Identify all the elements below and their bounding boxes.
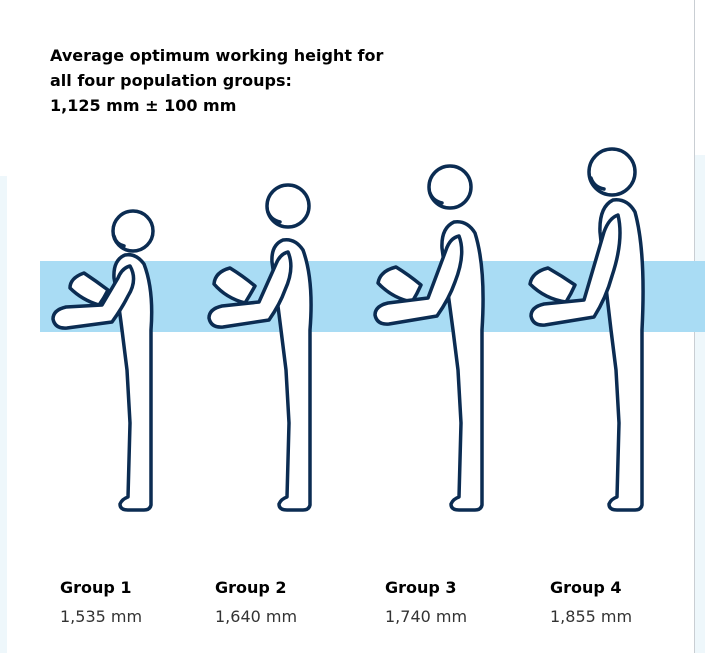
near-arm-icon xyxy=(373,234,464,326)
chin-line-icon xyxy=(589,176,606,191)
group-4-label: Group 4 xyxy=(550,578,622,597)
group-3-height: 1,740 mm xyxy=(385,607,468,626)
head-icon xyxy=(587,147,637,197)
chin-line-icon xyxy=(266,210,282,224)
far-arm-icon xyxy=(68,271,110,307)
near-arm-icon xyxy=(207,250,293,329)
heading-line-2: all four population groups: xyxy=(50,71,292,90)
group-2-height: 1,640 mm xyxy=(215,607,298,626)
heading-line-1: Average optimum working height for xyxy=(50,46,384,65)
head-icon xyxy=(427,164,473,210)
heading-line-3: 1,125 mm ± 100 mm xyxy=(50,96,237,115)
near-arm-icon xyxy=(529,213,622,327)
head-icon xyxy=(111,209,155,253)
head-icon xyxy=(265,183,311,229)
group-1-label: Group 1 xyxy=(60,578,132,597)
chin-line-icon xyxy=(112,234,126,248)
far-arm-icon xyxy=(376,265,423,304)
far-arm-icon xyxy=(212,266,257,305)
group-3-label: Group 3 xyxy=(385,578,457,597)
person-icon-group-3 xyxy=(373,164,485,512)
chin-line-icon xyxy=(428,191,444,205)
heading: Average optimum working height for all f… xyxy=(50,43,470,118)
person-icon-group-2 xyxy=(207,183,313,512)
left-side-panel xyxy=(0,176,7,653)
group-4-height: 1,855 mm xyxy=(550,607,633,626)
group-2-label: Group 2 xyxy=(215,578,287,597)
near-arm-icon xyxy=(51,264,136,330)
far-arm-icon xyxy=(528,266,577,304)
group-1-height: 1,535 mm xyxy=(60,607,143,626)
person-icon-group-1 xyxy=(51,209,155,512)
person-icon-group-4 xyxy=(528,147,645,512)
right-side-panel xyxy=(695,155,705,653)
